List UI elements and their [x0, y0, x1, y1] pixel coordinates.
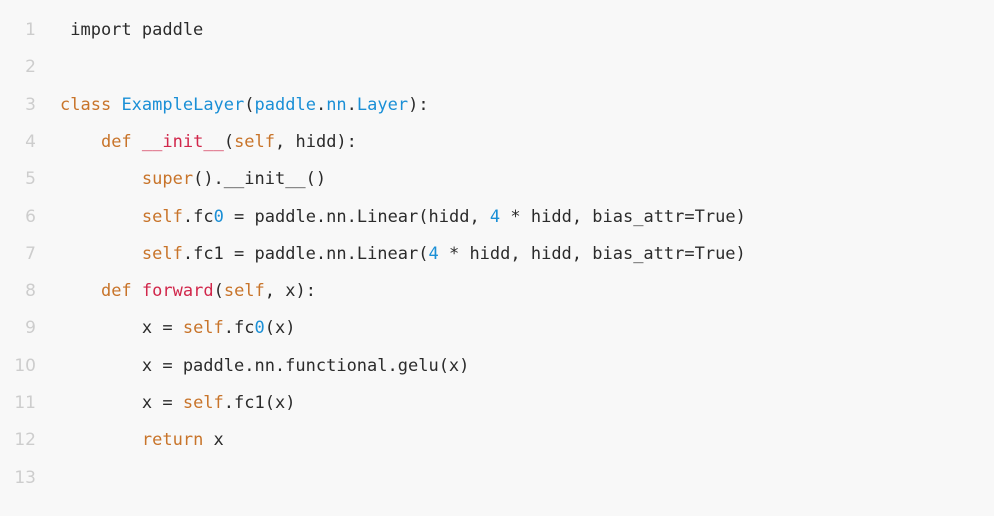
code-token	[132, 132, 142, 152]
line-number: 8	[25, 281, 36, 302]
code-text: self.fc0 = paddle.nn.Linear(hidd, 4 * hi…	[60, 199, 746, 236]
code-token	[60, 430, 142, 450]
code-text: import paddle	[60, 12, 203, 49]
code-token: self	[141, 206, 183, 227]
code-token	[60, 132, 101, 152]
code-text: def forward(self, x):	[60, 273, 316, 310]
code-line[interactable]: 8 def forward(self, x):	[0, 273, 994, 310]
code-token: * hidd, hidd, bias_attr=True)	[438, 243, 746, 264]
code-token: self	[182, 318, 224, 339]
code-token: (	[244, 94, 255, 115]
code-token: x = paddle.nn.functional.gelu(x)	[60, 355, 470, 376]
code-token: 4	[428, 243, 439, 264]
code-token: = paddle.nn.Linear(hidd,	[223, 206, 490, 227]
code-token	[111, 95, 121, 115]
code-token: * hidd, bias_attr=True)	[500, 206, 746, 227]
code-token: def	[100, 131, 132, 152]
code-token: Layer	[356, 94, 409, 115]
code-token: , x):	[264, 281, 316, 302]
code-token: super	[141, 169, 194, 190]
code-token: def	[100, 281, 132, 302]
line-number: 9	[25, 318, 36, 339]
code-line[interactable]: 5 super().__init__()	[0, 161, 994, 198]
code-token: self	[234, 131, 276, 152]
code-token: self	[182, 393, 224, 413]
code-token: __init__	[141, 131, 224, 152]
code-token: ().__init__()	[193, 169, 327, 190]
code-text: x = self.fc1(x)	[60, 385, 296, 422]
line-number: 10	[14, 355, 36, 376]
line-number: 11	[14, 393, 36, 413]
code-token: (x)	[264, 318, 296, 339]
code-token: (	[213, 281, 224, 302]
code-line[interactable]: 10 x = paddle.nn.functional.gelu(x)	[0, 348, 994, 385]
code-token: import paddle	[60, 20, 204, 40]
code-token: self	[141, 243, 183, 264]
code-token: forward	[141, 281, 214, 302]
code-token: x =	[60, 393, 183, 413]
line-number: 6	[25, 206, 36, 227]
code-line[interactable]: 9 x = self.fc0(x)	[0, 310, 994, 347]
code-token: .	[346, 94, 357, 115]
code-text: x = self.fc0(x)	[60, 310, 296, 347]
line-number: 7	[25, 243, 36, 264]
code-token: .fc1(x)	[223, 393, 296, 413]
code-text: self.fc1 = paddle.nn.Linear(4 * hidd, hi…	[60, 236, 746, 273]
code-line[interactable]: 11 x = self.fc1(x)	[0, 385, 994, 422]
code-text: x = paddle.nn.functional.gelu(x)	[60, 348, 470, 385]
code-token: ExampleLayer	[121, 94, 245, 115]
code-token: self	[223, 281, 265, 302]
code-token: 4	[489, 206, 501, 227]
code-token: return	[141, 430, 204, 451]
line-number: 12	[14, 430, 36, 451]
line-number: 4	[25, 131, 36, 152]
code-line[interactable]: 13	[0, 460, 994, 497]
code-text: super().__init__()	[60, 161, 326, 198]
code-token: (	[223, 131, 235, 152]
code-line[interactable]: 2	[0, 49, 994, 86]
line-number: 3	[25, 94, 36, 115]
code-token: x	[203, 430, 224, 451]
code-token: , hidd):	[275, 131, 357, 152]
code-text: class ExampleLayer(paddle.nn.Layer):	[60, 87, 429, 124]
code-token: 0	[213, 206, 224, 227]
code-line[interactable]: 4 def __init__(self, hidd):	[0, 124, 994, 161]
code-token: .	[315, 94, 327, 115]
code-token: 0	[254, 318, 265, 339]
line-number: 5	[25, 169, 36, 190]
code-token: ):	[408, 94, 429, 115]
code-text: return x	[60, 422, 224, 459]
code-token	[60, 169, 142, 189]
code-line[interactable]: 7 self.fc1 = paddle.nn.Linear(4 * hidd, …	[0, 236, 994, 273]
code-token: class	[60, 94, 112, 115]
code-token	[132, 281, 142, 301]
line-number: 13	[14, 467, 36, 488]
code-token	[60, 281, 101, 301]
line-number: 2	[25, 57, 36, 78]
code-token	[60, 207, 142, 227]
line-number: 1	[25, 20, 36, 40]
code-text: def __init__(self, hidd):	[60, 124, 357, 161]
code-token: .fc	[223, 318, 255, 339]
code-token	[60, 244, 142, 264]
code-token: nn	[326, 94, 347, 115]
code-line[interactable]: 1 import paddle	[0, 12, 994, 49]
code-token: paddle	[254, 94, 316, 115]
code-line[interactable]: 6 self.fc0 = paddle.nn.Linear(hidd, 4 * …	[0, 199, 994, 236]
code-token: x =	[60, 318, 183, 339]
code-line[interactable]: 12 return x	[0, 422, 994, 459]
code-token: .fc	[182, 206, 214, 227]
code-token: .fc1 = paddle.nn.Linear(	[182, 243, 429, 264]
